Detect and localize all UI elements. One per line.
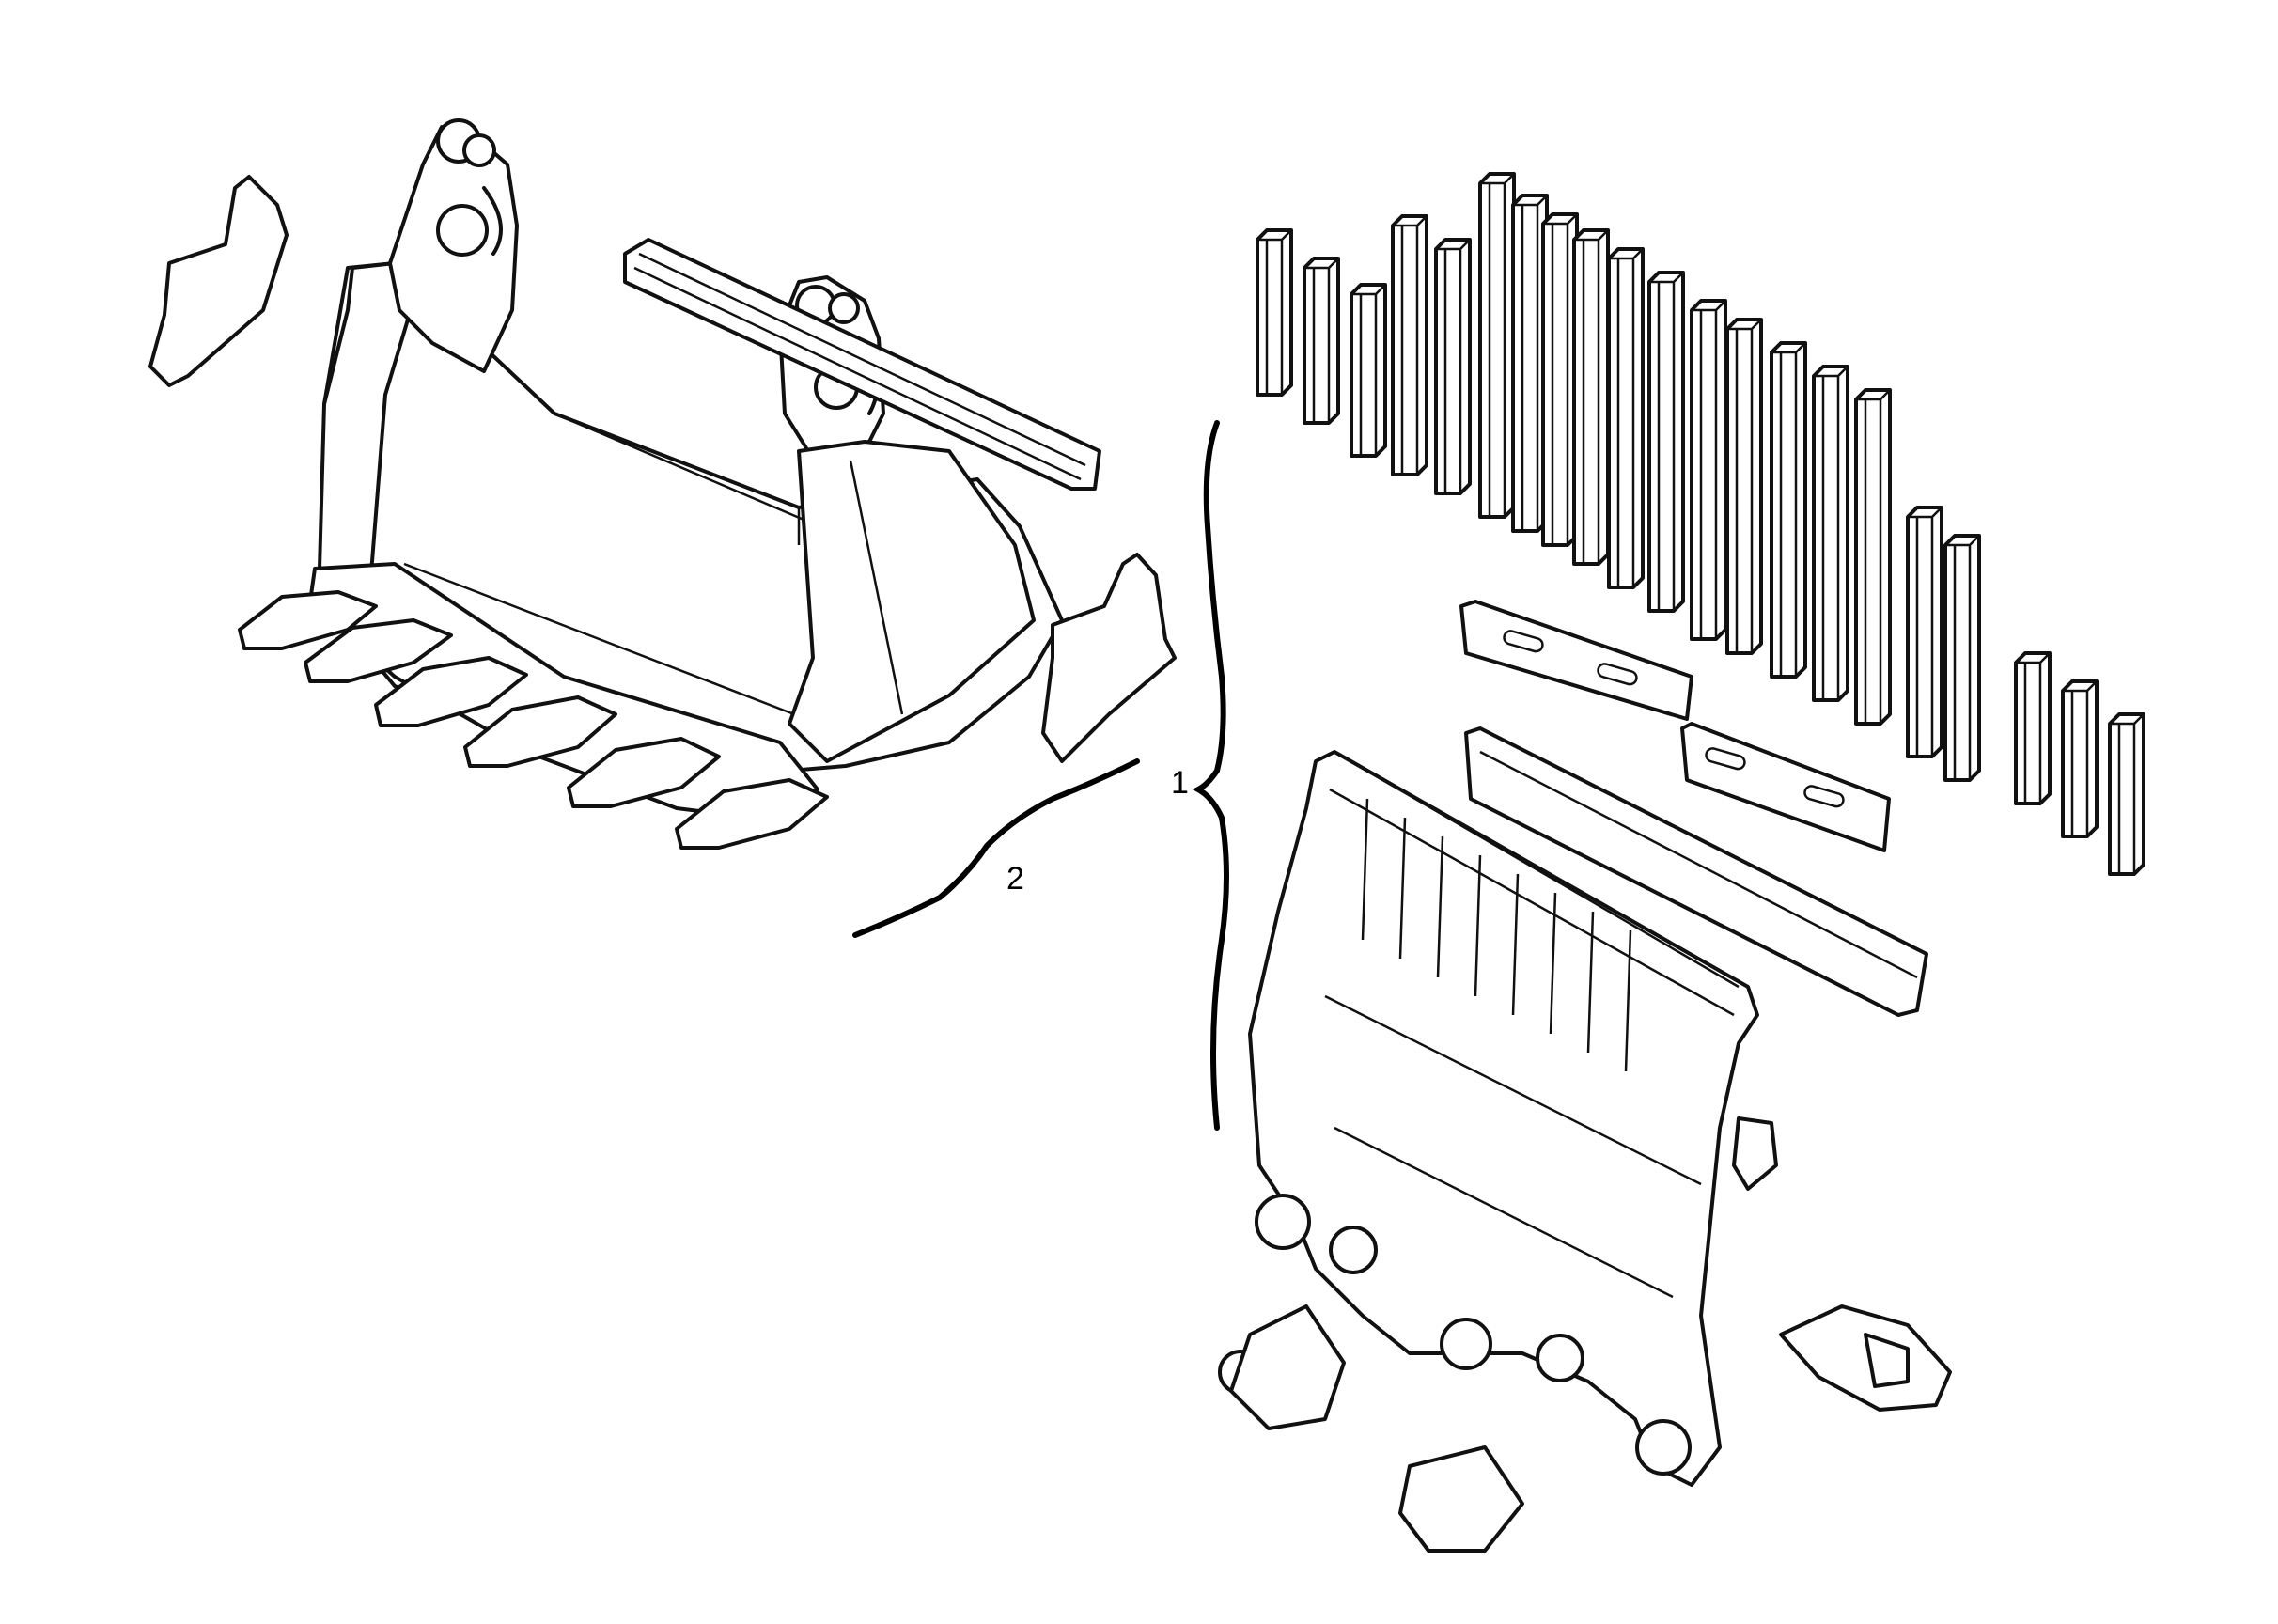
slat-edge — [1257, 229, 1292, 395]
slat-edge — [1304, 258, 1339, 423]
slat-edge — [1814, 366, 1849, 700]
slat — [1690, 299, 1727, 641]
slat-edge — [1436, 239, 1471, 493]
slat-edge — [1543, 213, 1578, 545]
slat — [2014, 651, 2052, 805]
slat — [1647, 271, 1685, 613]
left-side-cutter — [148, 175, 289, 387]
pin-boss — [1635, 1419, 1692, 1476]
callout-1-brace — [1192, 420, 1229, 1131]
top-reinforcing-bar — [623, 238, 1101, 491]
pin-boss — [1440, 1318, 1492, 1370]
locking-plate — [1779, 1304, 1952, 1412]
slat — [1943, 534, 1981, 782]
slat-edge — [1609, 248, 1644, 587]
wear-plate-lower — [1680, 722, 1891, 852]
slat-set — [1256, 172, 2145, 876]
slat — [1770, 341, 1807, 679]
slat-edge — [1945, 535, 1980, 780]
tooth — [567, 737, 721, 808]
bucket-teeth — [238, 590, 829, 850]
slat-edge — [1908, 507, 1943, 757]
right-side-plate — [788, 440, 1036, 763]
wear-plates — [1459, 600, 1928, 1017]
slat — [1812, 365, 1849, 702]
tooth — [304, 618, 453, 683]
left-pin-hole-lower — [436, 204, 489, 257]
slat-edge — [1574, 229, 1609, 564]
quick-coupler-frame — [1218, 750, 1778, 1553]
callout-1: 1 — [1171, 765, 1189, 801]
slat — [1607, 247, 1645, 589]
slat — [1350, 283, 1387, 458]
slat — [1541, 212, 1579, 547]
slat — [1303, 257, 1340, 425]
slat — [1725, 318, 1763, 655]
angle-bar — [1464, 726, 1928, 1017]
slat — [1256, 228, 1293, 397]
bucket-assembly — [148, 118, 1177, 850]
slat — [1391, 214, 1428, 476]
slat-edge — [1513, 195, 1548, 531]
slat-edge — [2063, 680, 2098, 836]
slat-edge — [2110, 713, 2145, 874]
callout-2: 2 — [1006, 861, 1024, 897]
pin-boss — [1255, 1194, 1311, 1250]
slat-edge — [1692, 300, 1726, 639]
slat — [1854, 388, 1892, 726]
slat-edge — [1771, 342, 1806, 677]
slat-edge — [1393, 215, 1428, 475]
pin-boss — [1536, 1334, 1584, 1382]
slat-edge — [2016, 652, 2051, 804]
slat — [1434, 238, 1472, 495]
tooth — [374, 656, 528, 727]
slat — [1906, 506, 1943, 758]
tooth — [675, 778, 829, 850]
slat-edge — [1727, 319, 1762, 653]
slat-edge — [1649, 272, 1684, 611]
slat — [1572, 228, 1610, 566]
slat — [2061, 679, 2099, 838]
slat — [2108, 712, 2145, 876]
slat-edge — [1351, 284, 1386, 456]
tooth — [463, 695, 617, 768]
slat-edge — [1856, 389, 1891, 724]
slat-edge — [1480, 173, 1515, 517]
callout-2-brace — [852, 758, 1140, 938]
slat — [1478, 172, 1516, 519]
tooth — [238, 590, 378, 650]
right-side-cutter — [1041, 553, 1177, 763]
wear-plate-upper — [1459, 600, 1693, 721]
pin-boss — [1329, 1226, 1378, 1274]
side-hook — [1732, 1116, 1778, 1191]
